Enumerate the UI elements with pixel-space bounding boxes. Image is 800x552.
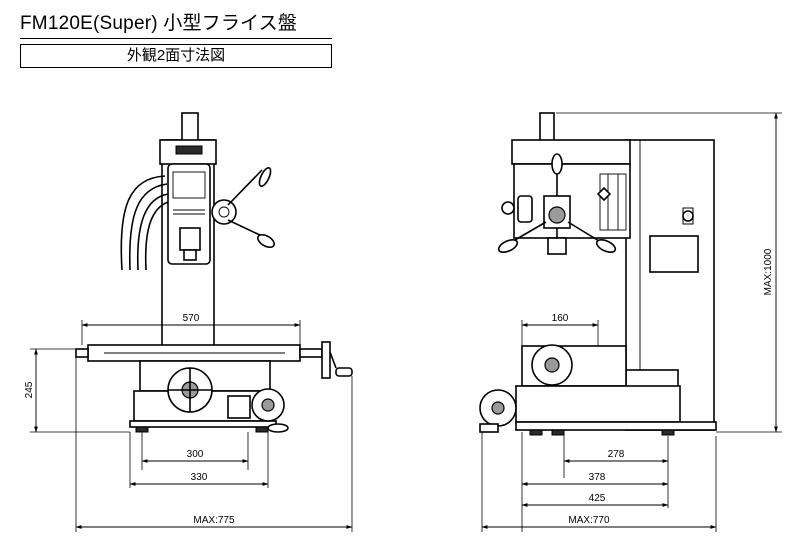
dim-300: 300	[187, 449, 204, 460]
dim-max-775: MAX:775	[193, 515, 235, 526]
dim-278: 278	[608, 449, 625, 460]
dim-425: 425	[589, 493, 606, 504]
dim-330: 330	[191, 472, 208, 483]
drawing-subtitle: 外観2面寸法図	[20, 44, 332, 68]
side-view-machine	[479, 112, 717, 436]
front-view-machine	[75, 112, 353, 433]
front-view-dimensions: 570 245 300 330 MAX:775	[24, 313, 353, 532]
dim-378: 378	[589, 472, 606, 483]
dim-max-770: MAX:770	[568, 515, 610, 526]
side-view-dimensions: 160 MAX:1000 278 378 425 MAX:770	[481, 112, 782, 532]
title-underline	[20, 38, 332, 39]
dim-245: 245	[24, 381, 35, 398]
dim-160: 160	[552, 313, 569, 324]
dim-570: 570	[183, 313, 200, 324]
dim-max-1000: MAX:1000	[763, 248, 774, 295]
page-title: FM120E(Super) 小型フライス盤	[20, 13, 298, 34]
